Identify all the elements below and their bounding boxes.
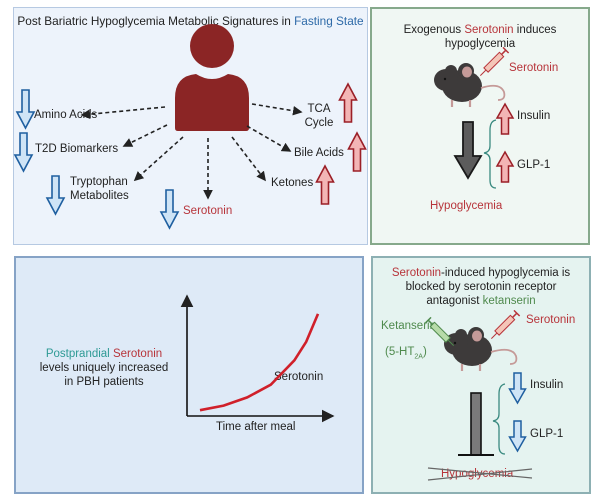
tca-label: TCA: [307, 103, 331, 115]
ketanserin-injection-label: Ketanserin: [381, 320, 436, 332]
serotonin-fasting-label: Serotonin: [183, 205, 233, 217]
chart-series-label: Serotonin: [274, 371, 324, 383]
exogenous-title-text: Exogenous: [403, 24, 465, 36]
ketanserin-highlight: ketanserin: [482, 295, 536, 307]
hypoglycemia-outcome-label: Hypoglycemia: [430, 200, 503, 212]
exogenous-title-line1: Exogenous Serotonin induces: [370, 23, 590, 37]
receptor-suffix: ): [422, 346, 427, 358]
postprandial-text-line3: in PBH patients: [64, 376, 144, 388]
serotonin-highlight: Serotonin: [109, 348, 163, 360]
fasting-panel-title: Post Bariatric Hypoglycemia Metabolic Si…: [13, 14, 368, 28]
ketanserin-title-line2: blocked by serotonin receptor: [405, 281, 557, 293]
cycle-label: Cycle: [304, 117, 334, 129]
pbh-label: PBH: [196, 82, 228, 99]
ketanserin-title-line3: antagonist ketanserin: [371, 294, 591, 308]
ketanserin-title-text-3: antagonist: [426, 295, 483, 307]
ketanserin-title-serotonin: Serotonin: [391, 267, 442, 279]
serotonin-injection-label-2: Serotonin: [526, 314, 576, 326]
insulin-up-label: Insulin: [517, 110, 551, 122]
ketanserin-title-text: -induced hypoglycemia is: [441, 267, 571, 279]
tryptophan-label: Tryptophan: [70, 176, 128, 188]
receptor-label: (5-HT2A): [385, 345, 427, 364]
amino-acids-label: Amino Acids: [34, 109, 98, 121]
receptor-prefix: (5-HT: [385, 346, 415, 358]
postprandial-text-line1: Postprandial Serotonin: [34, 347, 174, 361]
fasting-state-highlight: Fasting State: [294, 14, 364, 28]
exogenous-title-text-2: induces: [513, 24, 557, 36]
metabolites-label: Metabolites: [70, 190, 129, 202]
hypoglycemia-blocked-label: Hypoglycemia: [441, 468, 514, 480]
bile-acids-label: Bile Acids: [294, 147, 344, 159]
receptor-subscript: 2A: [414, 353, 423, 361]
insulin-down-label: Insulin: [530, 379, 564, 391]
chart-x-axis-label: Time after meal: [216, 421, 296, 433]
exogenous-title-line2: hypoglycemia: [444, 38, 516, 50]
postprandial-highlight: Postprandial: [45, 348, 110, 360]
ketones-label: Ketones: [271, 177, 314, 189]
glp1-up-label: GLP-1: [517, 159, 551, 171]
ketanserin-title-line1: Serotonin-induced hypoglycemia is: [371, 266, 591, 280]
exogenous-serotonin-highlight: Serotonin: [464, 24, 514, 36]
fasting-title-text: Post Bariatric Hypoglycemia Metabolic Si…: [17, 14, 295, 28]
postprandial-text-line2: levels uniquely increased: [39, 362, 169, 374]
serotonin-injection-label: Serotonin: [509, 62, 559, 74]
glp1-down-label: GLP-1: [530, 428, 564, 440]
t2d-biomarkers-label: T2D Biomarkers: [35, 143, 119, 155]
